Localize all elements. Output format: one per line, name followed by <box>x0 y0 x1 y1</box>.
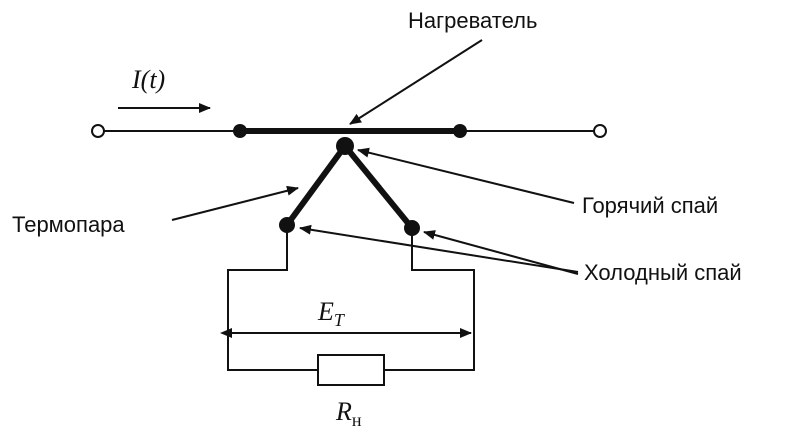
current-label: I(t) <box>131 65 165 94</box>
load-label: Rн <box>335 397 362 430</box>
thermocouple-pointer <box>171 185 299 221</box>
heater-label: Нагреватель <box>408 8 537 33</box>
measure-circuit-right <box>384 228 475 371</box>
heater-pointer <box>349 39 483 125</box>
load-resistor <box>317 354 385 386</box>
emf-label: ET <box>317 297 346 330</box>
heater-right-node <box>453 124 467 138</box>
input-terminal <box>91 124 105 138</box>
thermocouple-label: Термопара <box>12 212 125 237</box>
hot-junction-label: Горячий спай <box>582 193 718 218</box>
output-terminal <box>593 124 607 138</box>
hot-junction-node <box>336 137 354 155</box>
hot-junction-pointer <box>357 147 575 204</box>
cold-junction-pointer-left <box>299 224 579 273</box>
heater-left-node <box>233 124 247 138</box>
thermocouple-right-leg <box>342 144 415 230</box>
cold-junction-pointer-right <box>423 230 579 275</box>
thermocouple-left-leg <box>284 144 348 227</box>
cold-junction-label: Холодный спай <box>584 260 742 285</box>
measure-circuit-left <box>227 225 318 371</box>
